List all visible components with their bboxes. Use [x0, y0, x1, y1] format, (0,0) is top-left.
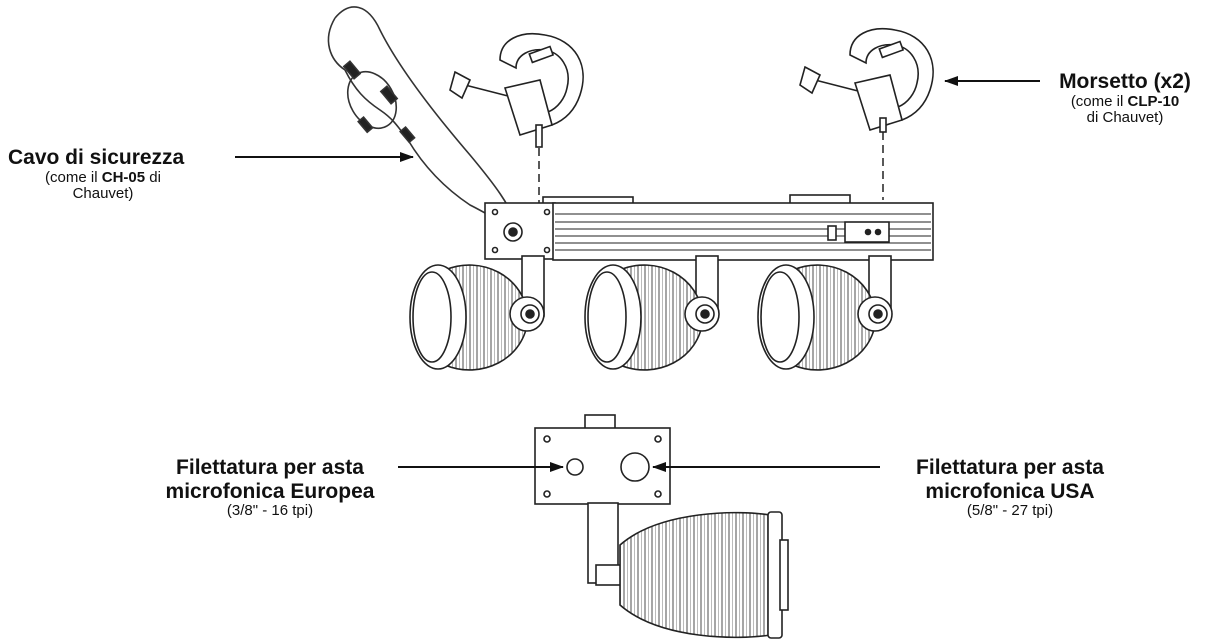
clamp-note: (come il CLP-10 di Chauvet): [1070, 92, 1180, 127]
usa-thread-spec: (5/8" - 27 tpi): [966, 502, 1054, 520]
clamp-title: Morsetto (x2): [1059, 70, 1191, 93]
fixture-bar: [484, 194, 934, 261]
safety-cable-label: Cavo di sicurezza (come il CH-05 di Chau…: [8, 146, 240, 203]
euro-thread-spec: (3/8" - 16 tpi): [226, 502, 314, 520]
euro-thread-title-line2: microfonica Europea: [165, 479, 375, 503]
fixture-head-1: [409, 255, 545, 371]
clamp-left-icon: [449, 33, 584, 148]
fixture-head-3: [757, 255, 893, 371]
clamp-label: Morsetto (x2) (come il CLP-10 di Chauvet…: [1040, 70, 1210, 127]
safety-cable-title: Cavo di sicurezza: [8, 146, 185, 169]
mounting-plate-detail: [534, 414, 789, 639]
fixture-head-2: [584, 255, 720, 371]
euro-thread-label: Filettatura per asta microfonica Europea…: [140, 456, 400, 520]
euro-thread-title-line1: Filettatura per asta: [176, 456, 364, 479]
safety-cable-note: (come il CH-05 di Chauvet): [45, 168, 161, 203]
usa-thread-label: Filettatura per asta microfonica USA (5/…: [880, 456, 1140, 520]
usa-thread-title-line1: Filettatura per asta: [916, 456, 1104, 479]
usa-thread-title-line2: microfonica USA: [925, 479, 1095, 503]
safety-cable: [327, 6, 519, 231]
clamp-right-icon: [799, 28, 934, 133]
